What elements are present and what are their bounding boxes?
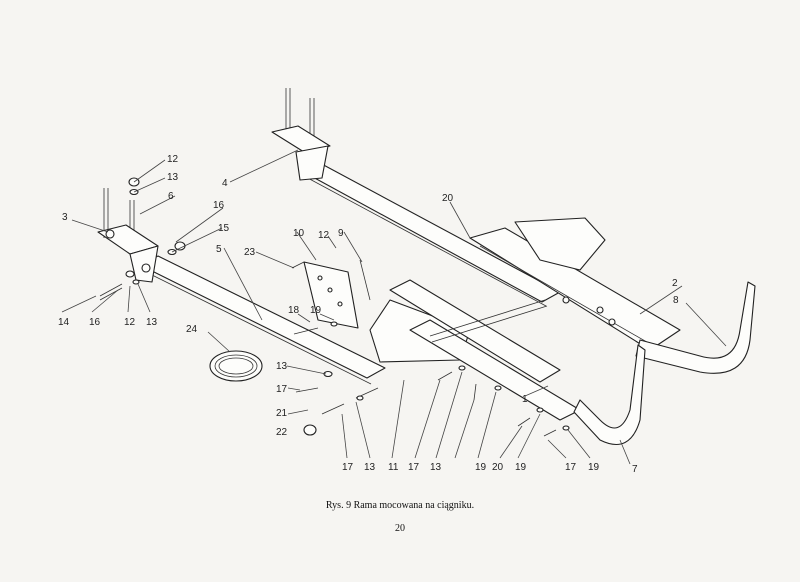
center-frame [369,279,581,421]
callout-12b: 12 [318,230,330,241]
callout-13a: 13 [167,172,179,183]
upper-mounting-plate [271,88,331,181]
callout-labels: 1 2 3 4 5 6 7 8 9 10 11 12 12 12 13 13 1… [58,154,679,475]
figure-caption: Rys. 9 Rama mocowana na ciągniku. [325,500,475,511]
callout-17b: 17 [342,462,354,473]
callout-8: 8 [673,295,679,306]
callout-18: 18 [288,305,300,316]
callout-12a: 12 [167,154,179,165]
page-number: 20 [395,523,405,534]
coiled-ring [209,350,263,382]
callout-24: 24 [186,324,198,335]
gusset-plate [303,261,359,329]
callout-20b: 20 [492,462,504,473]
callout-15: 15 [218,223,230,234]
callout-4: 4 [222,178,228,189]
callout-14: 14 [58,317,70,328]
callout-22: 22 [276,427,288,438]
callout-13b: 13 [146,317,158,328]
callout-1: 1 [522,394,528,405]
callout-3: 3 [62,212,68,223]
callout-10: 10 [293,228,305,239]
callout-19a: 19 [310,305,322,316]
curved-arm-lower [573,344,646,445]
callout-19b: 19 [475,462,487,473]
curved-arm-upper [635,281,756,374]
callout-11: 11 [388,462,399,473]
callout-12c: 12 [124,317,136,328]
callout-19c: 19 [515,462,527,473]
loose-hardware [291,259,570,437]
callout-9: 9 [338,228,344,239]
callout-6: 6 [168,191,174,202]
callout-17d: 17 [565,462,577,473]
nut-washer-stack [99,177,186,301]
callout-17a: 17 [276,384,288,395]
callout-20a: 20 [442,193,454,204]
callout-13d: 13 [364,462,376,473]
callout-19d: 19 [588,462,600,473]
callout-leaders [61,149,727,465]
callout-7: 7 [632,464,638,475]
callout-16b: 16 [89,317,101,328]
callout-2: 2 [672,278,678,289]
callout-13e: 13 [430,462,442,473]
callout-17c: 17 [408,462,420,473]
left-mounting-plate [97,188,159,283]
callout-5: 5 [216,244,222,255]
callout-16a: 16 [213,200,225,211]
right-bracket-assembly [469,217,681,351]
callout-13c: 13 [276,361,288,372]
callout-21: 21 [276,408,288,419]
callout-23: 23 [244,247,256,258]
